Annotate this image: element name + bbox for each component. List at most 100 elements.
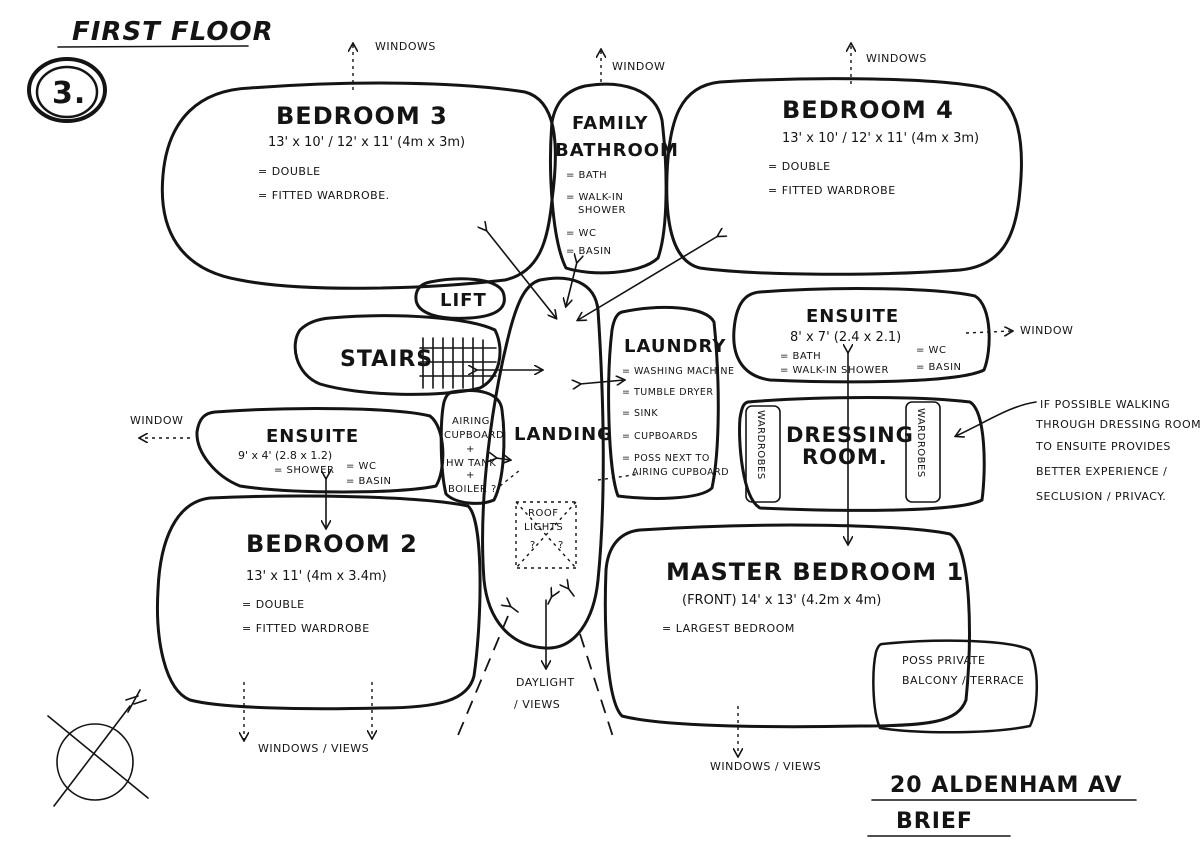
arrow-laundry-landing	[580, 380, 624, 384]
dressing-room-outline	[738, 396, 986, 512]
badge-number: 3.	[52, 76, 86, 111]
laundry-item-3: = SINK	[622, 408, 658, 419]
side-note-line-1: IF POSSIBLE WALKING	[1040, 398, 1170, 411]
stairs-name: STAIRS	[340, 347, 433, 372]
bedroom2-item-1: = DOUBLE	[242, 598, 305, 611]
roof-lights-cross	[515, 501, 577, 569]
master-bedroom-outline	[603, 523, 971, 729]
bedroom3-item-1: = DOUBLE	[258, 165, 321, 178]
laundry-item-6: AIRING CUPBOARD	[632, 467, 729, 478]
badge-circle	[27, 57, 107, 123]
side-note-line-4: BETTER EXPERIENCE /	[1036, 465, 1167, 478]
wardrobe-left-label: WARDROBES	[755, 410, 766, 480]
family-bathroom-item-4: = WC	[566, 228, 596, 239]
family-bathroom-name-1: FAMILY	[572, 113, 648, 134]
dotted-landing-master	[597, 473, 641, 481]
side-note-pointer	[956, 401, 1037, 436]
landing-outline	[481, 276, 605, 650]
laundry-item-5: = POSS NEXT TO	[622, 453, 710, 464]
ensuite-master-item-4: = BASIN	[916, 362, 962, 373]
ensuite2-item-1: = SHOWER	[274, 465, 334, 476]
bedroom3-window-label: WINDOWS	[375, 40, 436, 53]
arrow-bedroom4-landing	[578, 236, 718, 320]
stairs-outline	[293, 314, 502, 396]
ensuite-master-dims: 8' x 7' (2.4 x 2.1)	[790, 330, 901, 345]
roof-lights-line-2: LIGHTS	[524, 522, 563, 533]
family-bathroom-item-2: = WALK-IN	[566, 192, 623, 203]
bedroom4-outline	[665, 77, 1023, 276]
airing-line-5: +	[466, 470, 475, 481]
ensuite-window-arrow	[965, 331, 1012, 333]
family-bathroom-item-3: SHOWER	[578, 205, 626, 216]
title-underline	[57, 45, 249, 48]
daylight-arrow-1	[510, 606, 519, 613]
master-bedroom-item-1: = LARGEST BEDROOM	[662, 622, 795, 635]
balcony-line-2: BALCONY / TERRACE	[902, 674, 1024, 687]
dressing-name-1: DRESSING	[786, 423, 914, 447]
ensuite2-dims: 9' x 4' (2.8 x 1.2)	[238, 449, 332, 462]
airing-cupboard-outline	[439, 389, 506, 505]
daylight-arrow-3	[568, 588, 575, 597]
laundry-name: LAUNDRY	[624, 336, 726, 357]
ensuite-master-item-2: = WALK-IN SHOWER	[780, 365, 889, 376]
balcony-line-1: POSS PRIVATE	[902, 654, 985, 667]
bedroom4-item-1: = DOUBLE	[768, 160, 831, 173]
daylight-label-2: / VIEWS	[514, 698, 560, 711]
bedroom2-name: BEDROOM 2	[246, 530, 418, 558]
ensuite2-outline	[195, 407, 445, 494]
side-note-line-5: SECLUSION / PRIVACY.	[1036, 490, 1166, 503]
bedroom3-name: BEDROOM 3	[276, 102, 448, 130]
master-bedroom-dims: (FRONT) 14' x 13' (4.2m x 4m)	[682, 593, 881, 608]
dotted-airing-landing	[499, 469, 521, 487]
bedroom4-dims: 13' x 10' / 12' x 11' (4m x 3m)	[782, 131, 979, 146]
bathroom-window-label: WINDOW	[612, 60, 665, 73]
master-window-label: WINDOWS / VIEWS	[710, 760, 821, 773]
wardrobe-right-label: WARDROBES	[915, 408, 926, 478]
brief-line-1: 20 ALDENHAM AV	[890, 773, 1123, 798]
compass-icon	[47, 689, 149, 807]
landing-name: LANDING	[514, 424, 613, 445]
roof-lights-line-4: ?	[558, 540, 564, 551]
stair-treads	[419, 337, 497, 389]
laundry-item-1: = WASHING MACHINE	[622, 366, 735, 377]
bedroom3-dims: 13' x 10' / 12' x 11' (4m x 3m)	[268, 135, 465, 150]
ensuite-window-label: WINDOW	[1020, 324, 1073, 337]
airing-line-1: AIRING	[452, 416, 490, 427]
roof-lights-line-1: ROOF	[528, 508, 558, 519]
airing-line-6: BOILER ?	[448, 484, 497, 495]
airing-line-4: HW TANK	[446, 458, 496, 469]
bedroom4-name: BEDROOM 4	[782, 96, 954, 124]
bedroom2-item-2: = FITTED WARDROBE	[242, 622, 370, 635]
page-title: FIRST FLOOR	[72, 17, 274, 47]
ensuite-master-outline	[732, 287, 991, 384]
family-bathroom-item-5: = BASIN	[566, 246, 612, 257]
dressing-name-2: ROOM.	[802, 445, 888, 469]
bedroom4-window-label: WINDOWS	[866, 52, 927, 65]
bedroom2-outline	[156, 494, 482, 711]
ensuite2-window-label: WINDOW	[130, 414, 183, 427]
ensuite-master-item-1: = BATH	[780, 351, 821, 362]
ensuite-master-item-3: = WC	[916, 345, 946, 356]
ensuite2-item-3: = BASIN	[346, 476, 392, 487]
arrow-bedroom3-landing	[486, 230, 556, 318]
laundry-item-4: = CUPBOARDS	[622, 431, 698, 442]
ensuite-master-name: ENSUITE	[806, 306, 899, 327]
wardrobe-left	[745, 405, 781, 503]
ensuite2-item-2: = WC	[346, 461, 376, 472]
roof-lights-box	[515, 501, 577, 569]
roof-lights-line-3: ?	[530, 540, 536, 551]
laundry-item-2: = TUMBLE DRYER	[622, 387, 713, 398]
side-note-line-3: TO ENSUITE PROVIDES	[1035, 440, 1171, 453]
side-note-line-2: THROUGH DRESSING ROOM	[1035, 418, 1200, 431]
ensuite2-name: ENSUITE	[266, 426, 359, 447]
arrow-airing-landing	[496, 458, 510, 460]
daylight-arrow-2	[547, 596, 552, 605]
daylight-label-1: DAYLIGHT	[516, 676, 575, 689]
wardrobe-right	[905, 401, 941, 503]
brief-line-2: BRIEF	[896, 809, 973, 834]
family-bathroom-name-2: BATHROOM	[555, 140, 679, 161]
bedroom2-dims: 13' x 11' (4m x 3.4m)	[246, 569, 387, 584]
airing-line-2: CUPBOARD	[444, 430, 504, 441]
badge-inner-circle	[35, 65, 99, 119]
